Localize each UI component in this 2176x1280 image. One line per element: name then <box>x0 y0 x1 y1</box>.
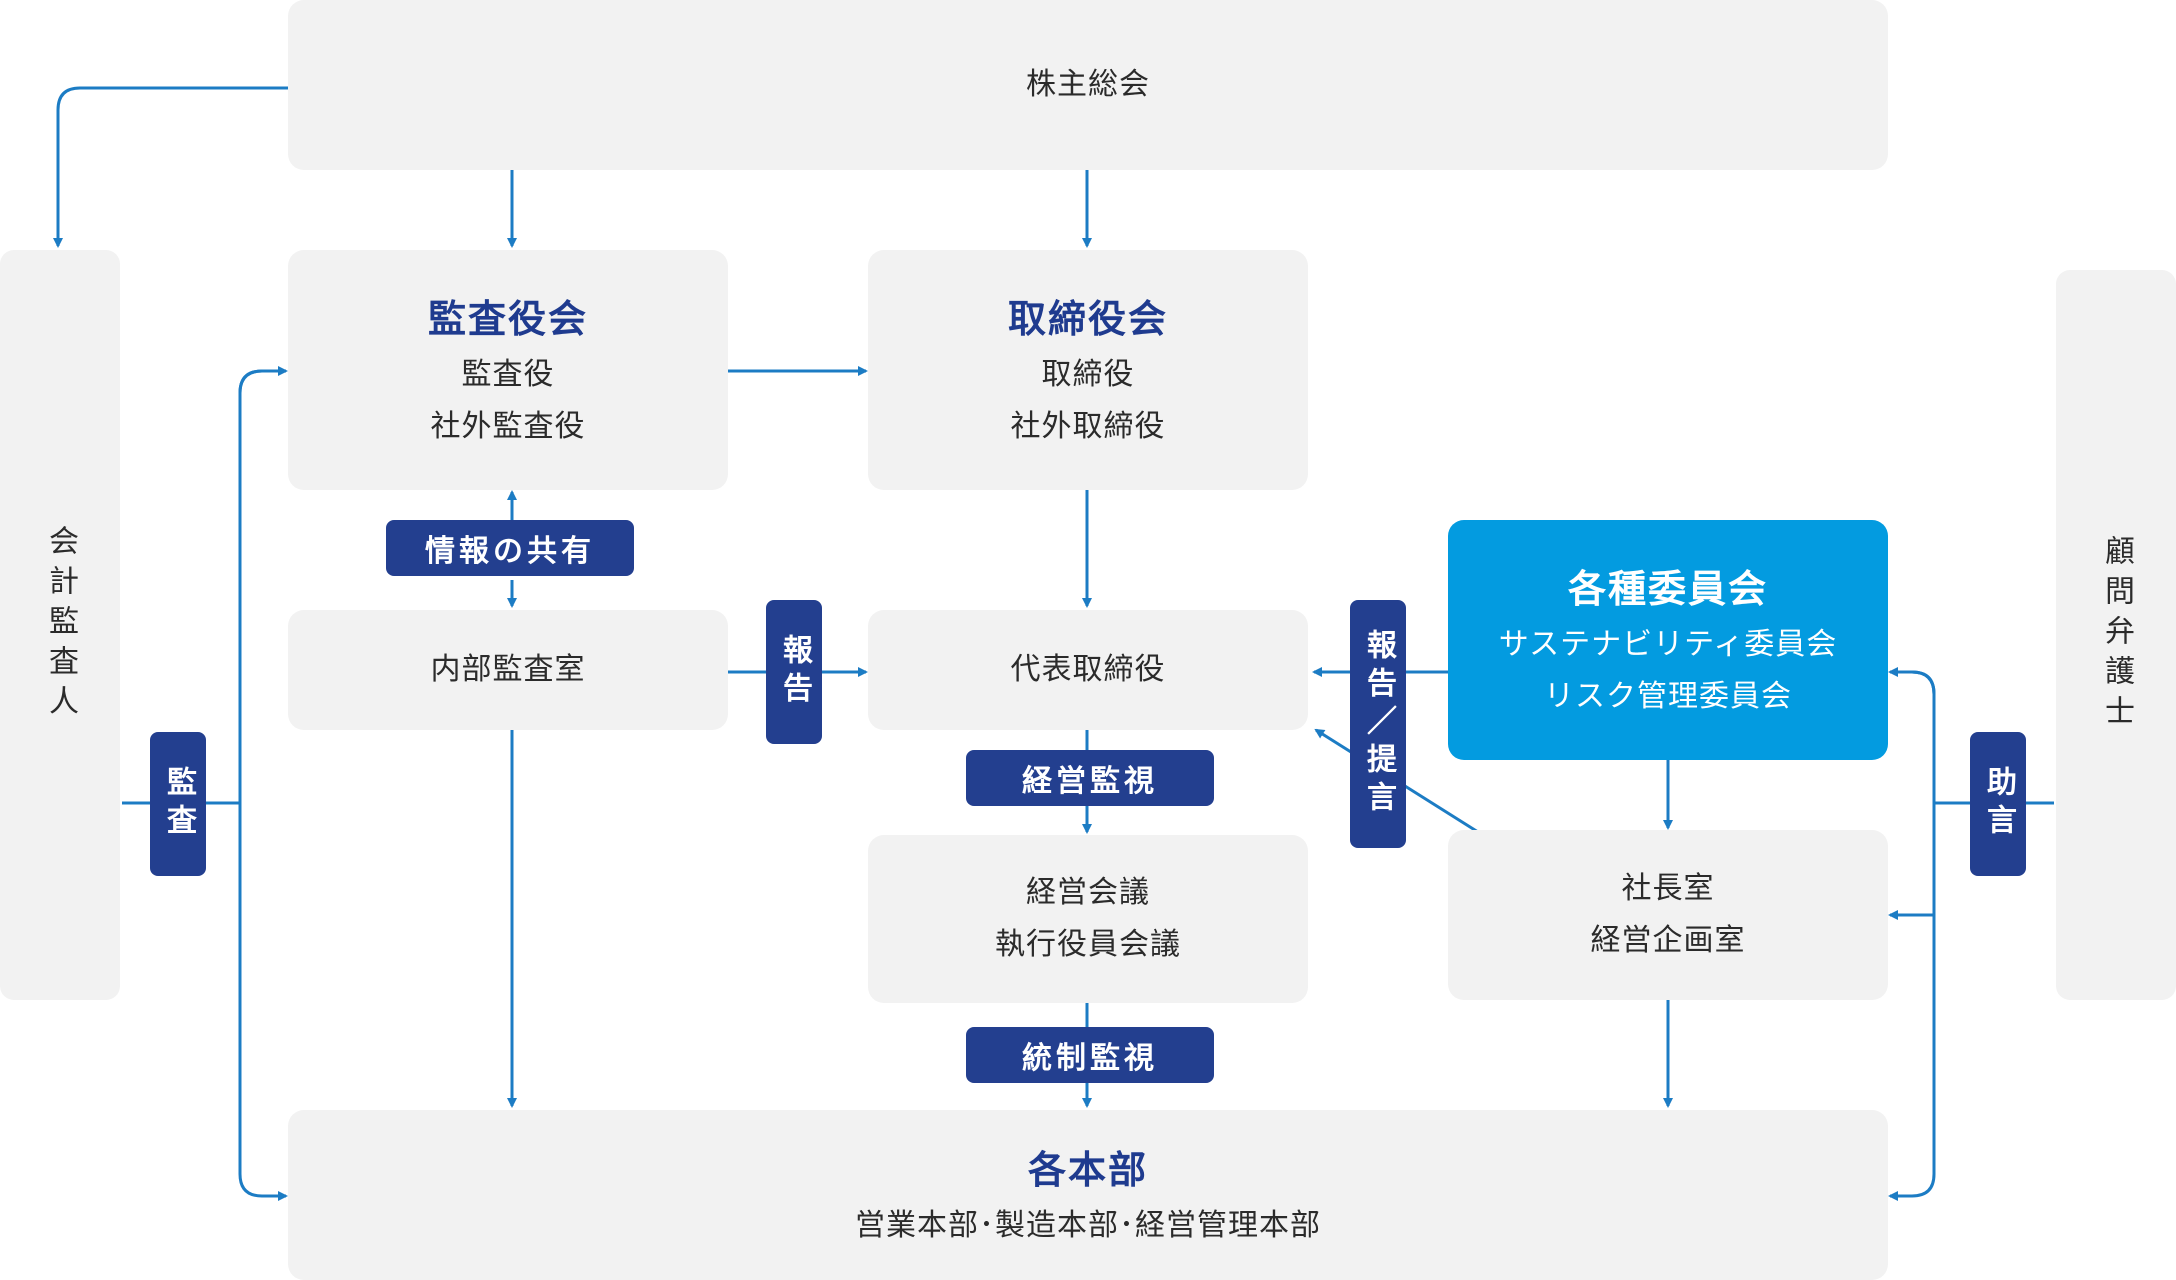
audit-badge: 監査 <box>150 732 206 876</box>
divisions-box: 各本部 営業本部･製造本部･経営管理本部 <box>288 1110 1888 1280</box>
committees-title: 各種委員会 <box>1567 566 1768 611</box>
president-office-box: 社長室 経営企画室 <box>1448 830 1888 1000</box>
advice-badge: 助言 <box>1970 732 2026 876</box>
audit-board-line-1: 監査役 <box>461 356 555 392</box>
audit-board-title: 監査役会 <box>427 296 588 341</box>
internal-audit-box: 内部監査室 <box>288 610 728 730</box>
audit-board-box: 監査役会 監査役 社外監査役 <box>288 250 728 490</box>
legal-advisor-label: 顧問弁護士 <box>2099 535 2134 735</box>
audit-badge-label: 監査 <box>161 766 196 842</box>
representative-director-label: 代表取締役 <box>1010 652 1166 687</box>
management-meeting-line-2: 執行役員会議 <box>995 927 1181 962</box>
committees-box: 各種委員会 サステナビリティ委員会 リスク管理委員会 <box>1448 520 1888 760</box>
shareholders-meeting-box: 株主総会 <box>288 0 1888 170</box>
accounting-auditor-box: 会計監査人 <box>0 250 120 1000</box>
president-office-line-2: 経営企画室 <box>1590 923 1746 958</box>
divisions-title: 各本部 <box>1027 1147 1148 1192</box>
management-monitoring-badge: 経営監視 <box>966 750 1214 806</box>
board-of-directors-line-1: 取締役 <box>1041 356 1135 392</box>
legal-advisor-box: 顧問弁護士 <box>2056 270 2176 1000</box>
management-meeting-line-1: 経営会議 <box>1026 875 1150 910</box>
divisions-subtitle: 営業本部･製造本部･経営管理本部 <box>855 1207 1321 1243</box>
audit-board-line-2: 社外監査役 <box>430 408 586 444</box>
committees-line-2: リスク管理委員会 <box>1544 678 1792 714</box>
board-of-directors-box: 取締役会 取締役 社外取締役 <box>868 250 1308 490</box>
advice-badge-label: 助言 <box>1981 766 2016 842</box>
representative-director-box: 代表取締役 <box>868 610 1308 730</box>
shareholders-meeting-label: 株主総会 <box>1026 67 1150 102</box>
internal-audit-label: 内部監査室 <box>430 652 586 687</box>
report-proposal-badge: 報告／提言 <box>1350 600 1406 848</box>
board-of-directors-line-2: 社外取締役 <box>1010 408 1166 444</box>
control-monitoring-badge: 統制監視 <box>966 1027 1214 1083</box>
info-sharing-badge: 情報の共有 <box>386 520 634 576</box>
accounting-auditor-label: 会計監査人 <box>43 525 78 725</box>
board-of-directors-title: 取締役会 <box>1007 296 1168 341</box>
management-meeting-box: 経営会議 執行役員会議 <box>868 835 1308 1003</box>
president-office-line-1: 社長室 <box>1621 871 1715 906</box>
report-proposal-badge-label: 報告／提言 <box>1361 629 1396 819</box>
report-badge-label: 報告 <box>777 634 812 710</box>
report-badge: 報告 <box>766 600 822 744</box>
committees-line-1: サステナビリティ委員会 <box>1498 626 1838 662</box>
